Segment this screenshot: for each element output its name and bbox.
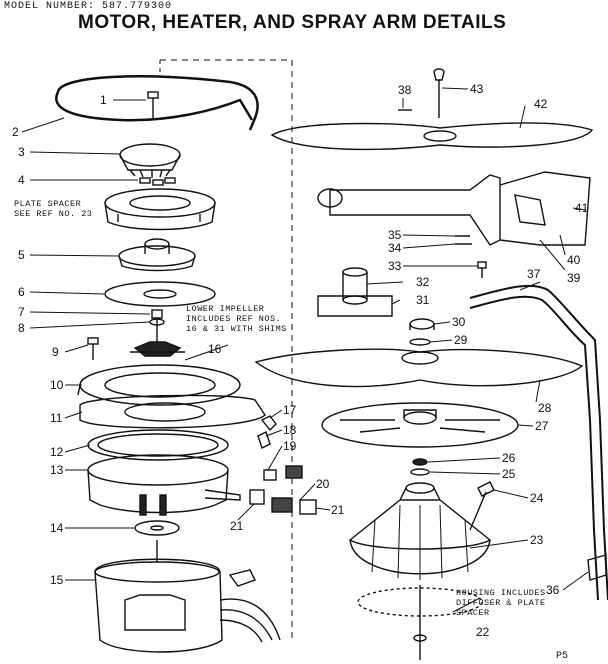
- disc-part-27: [321, 402, 519, 448]
- clamp-part-36: [587, 554, 607, 581]
- callout-30: 30: [452, 315, 466, 329]
- callout-32: 32: [416, 275, 430, 289]
- nut-part-26: [412, 458, 428, 466]
- callout-19: 19: [283, 439, 297, 453]
- bolt-part-24: [469, 481, 495, 531]
- callout-22: 22: [476, 625, 490, 639]
- callout-3: 3: [18, 145, 25, 159]
- lower-spray-arm-part-28: [254, 348, 584, 388]
- callout-21-left: 21: [230, 519, 244, 533]
- callout-18: 18: [283, 423, 297, 437]
- callout-24: 24: [530, 491, 544, 505]
- spray-arm-bracket-39-41: [317, 171, 591, 246]
- pump-housing-part-5: [118, 238, 196, 272]
- washer-part-29: [409, 338, 431, 346]
- callout-12: 12: [50, 445, 64, 459]
- filter-cap-part-3: [119, 143, 181, 178]
- callout-36: 36: [546, 583, 560, 597]
- callout-35: 35: [388, 228, 402, 242]
- page-reference: P5: [555, 651, 568, 662]
- callout-7: 7: [18, 305, 25, 319]
- callout-2: 2: [12, 125, 19, 139]
- motor-part-15: [94, 540, 281, 653]
- callout-26: 26: [502, 451, 516, 465]
- tower-part-31: [317, 295, 393, 317]
- plate-spacer-note: PLATE SPACER SEE REF NO. 23: [14, 199, 93, 219]
- callout-21-right: 21: [331, 503, 345, 517]
- callout-33: 33: [388, 259, 402, 273]
- lower-impeller: [130, 341, 185, 357]
- callout-1: 1: [100, 93, 107, 107]
- callout-4: 4: [18, 173, 25, 187]
- callout-29: 29: [454, 333, 468, 347]
- impeller-plate-part-11: [79, 394, 266, 429]
- motor-mount-part-13: [87, 454, 241, 516]
- retainer-part-4: [139, 177, 176, 186]
- callout-11: 11: [50, 411, 63, 425]
- callout-34: 34: [388, 241, 402, 255]
- screws-part-33-35: [455, 235, 487, 278]
- callout-42: 42: [534, 97, 548, 111]
- callout-8: 8: [18, 321, 25, 335]
- page-title: MOTOR, HEATER, AND SPRAY ARM DETAILS: [78, 12, 507, 33]
- callout-16: 16: [208, 342, 222, 356]
- washer-part-25: [410, 468, 430, 476]
- callout-41: 41: [575, 201, 589, 215]
- model-label: MODEL NUMBER:: [4, 1, 96, 12]
- callout-23: 23: [530, 533, 544, 547]
- washer-part-14: [134, 520, 180, 536]
- diffuser-part-22: [357, 585, 483, 660]
- gasket-part-6: [104, 281, 216, 307]
- callout-9: 9: [52, 345, 59, 359]
- callout-28: 28: [538, 401, 552, 415]
- callout-14: 14: [50, 521, 64, 535]
- model-number: MODEL NUMBER: 587.779300: [4, 1, 172, 12]
- callout-37: 37: [527, 267, 541, 281]
- shaft-part-7-8: [149, 309, 165, 345]
- callout-31: 31: [416, 293, 430, 307]
- callout-43: 43: [470, 82, 484, 96]
- callout-13: 13: [50, 463, 64, 477]
- callout-40: 40: [567, 253, 581, 267]
- callout-39: 39: [567, 271, 581, 285]
- screw-part-9: [87, 337, 99, 360]
- callout-27: 27: [535, 419, 549, 433]
- bolt-part-43: [433, 68, 445, 118]
- callout-20: 20: [316, 477, 330, 491]
- housing-part-23: [349, 482, 491, 580]
- seal-part-12: [87, 429, 229, 461]
- lower-impeller-note: LOWER IMPELLER INCLUDES REF NOS. 16 & 31…: [186, 304, 287, 334]
- tube-part-32: [342, 267, 368, 305]
- callout-17: 17: [283, 403, 297, 417]
- screw-part-1: [147, 91, 159, 118]
- hose-part-37: [469, 284, 608, 601]
- callout-10: 10: [50, 378, 64, 392]
- plate-spacer: [104, 188, 216, 231]
- heater-element: [55, 75, 259, 131]
- model-value: 587.779300: [102, 1, 173, 12]
- callout-25: 25: [502, 467, 516, 481]
- callout-15: 15: [50, 573, 64, 587]
- housing-note: HOUSING INCLUDES DIFFUSER & PLATE SPACER: [456, 588, 546, 618]
- callout-38: 38: [398, 83, 412, 97]
- upper-spray-arm-part-42: [270, 122, 594, 151]
- nut-part-30: [409, 318, 435, 330]
- small-parts-17-21: [249, 415, 317, 515]
- callout-6: 6: [18, 285, 25, 299]
- callout-5: 5: [18, 248, 25, 262]
